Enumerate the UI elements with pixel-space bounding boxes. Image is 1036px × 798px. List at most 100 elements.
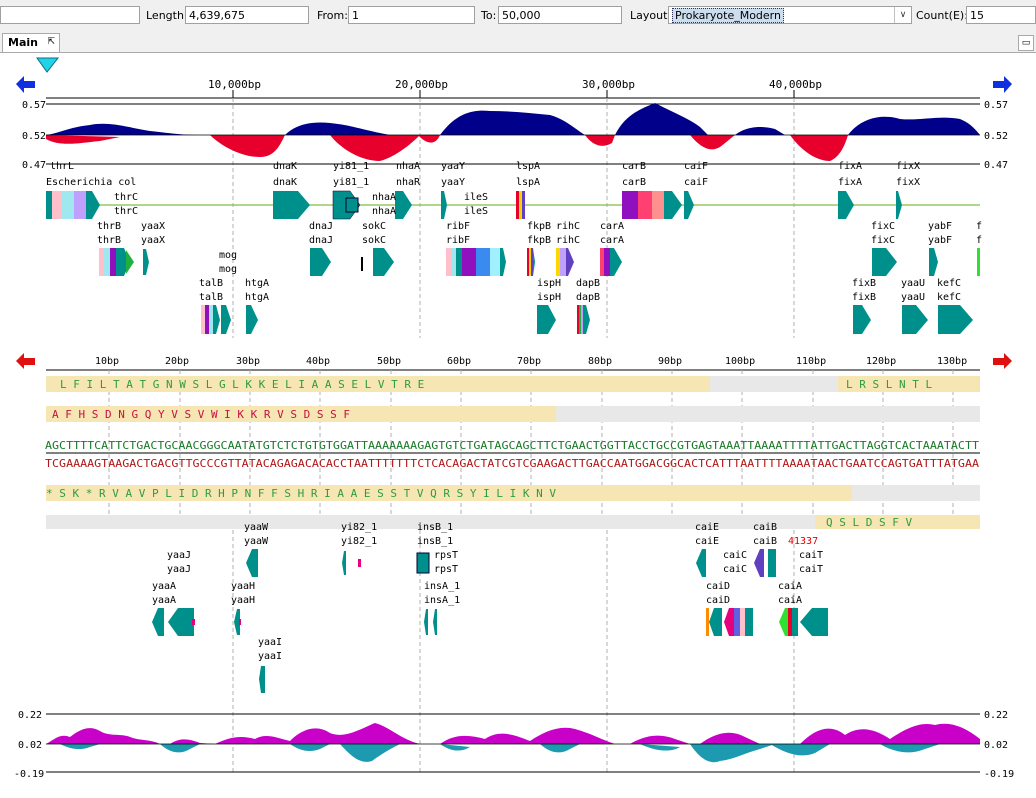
from-field[interactable]: 1: [348, 6, 475, 24]
gene-label: talB: [199, 278, 223, 289]
gene-label: carB: [622, 177, 646, 188]
frame-2-text: A F H S D N G Q Y V S V W I K K R V S D …: [52, 408, 350, 421]
gene-label: fixX: [896, 177, 920, 188]
gene-insA-1[interactable]: [424, 609, 428, 635]
forward-gene-lane-4[interactable]: talB talB htgA htgA: [199, 278, 269, 334]
gene-fixX[interactable]: [896, 191, 902, 219]
gene-f[interactable]: [977, 248, 980, 276]
gene-caiB[interactable]: [754, 549, 776, 577]
gene-label: kefC: [937, 292, 961, 303]
reverse-gene-lane[interactable]: yaaW yaaW yi82_1 yi82_1 insB_1 insB_1 ca…: [167, 522, 823, 577]
gene-kefC[interactable]: [938, 305, 973, 334]
scroll-left-icon[interactable]: [16, 76, 35, 93]
gene-talB[interactable]: [201, 305, 231, 334]
chevron-down-icon[interactable]: ∨: [894, 7, 911, 23]
gene-label: mog: [219, 264, 237, 275]
gene-yaaI[interactable]: [259, 666, 265, 693]
dna-forward-strand: AGCTTTTCATTCTGACTGCAACGGGCAATATGTCTCTGTG…: [45, 439, 979, 452]
gene-label: caiC: [723, 564, 747, 575]
length-field[interactable]: 4,639,675: [185, 6, 309, 24]
gene-yaaY[interactable]: [441, 191, 447, 219]
gene-yaaW[interactable]: [246, 549, 258, 577]
gene-label: insA_1: [424, 581, 460, 592]
seq-scroll-left-icon[interactable]: [16, 353, 35, 369]
forward-gene-lane-3[interactable]: mog mog ispH ispH dapB dapB fixB fixB ya…: [219, 250, 973, 334]
gene-label: fixC: [871, 221, 895, 232]
scale-tick-label: 40,000bp: [769, 78, 822, 91]
gene-yaaU[interactable]: [902, 305, 928, 334]
pos-tick-label: 60bp: [447, 356, 471, 367]
gene-label: rpsT: [434, 564, 458, 575]
gene-label: yaaJ: [167, 550, 191, 561]
gene-label: yaaA: [152, 595, 176, 606]
gene-label: yi82_1: [341, 522, 377, 533]
genome-canvas[interactable]: 10,000bp 20,000bp 30,000bp 40,000bp 0.57…: [0, 53, 1036, 798]
gene-label: dnaJ: [309, 221, 333, 232]
count-field[interactable]: 15: [966, 6, 1036, 24]
gene-dnaK[interactable]: [273, 191, 310, 219]
gene-caiD[interactable]: [706, 608, 753, 636]
gene-label: lspA: [516, 161, 540, 172]
gene-thrB[interactable]: [99, 248, 134, 276]
gene-dapB[interactable]: [577, 305, 590, 334]
gene-label: ispH: [537, 292, 561, 303]
gene-yi82-1[interactable]: [342, 551, 346, 575]
gene-fixB[interactable]: [853, 305, 871, 334]
gene-label: yabF: [928, 235, 952, 246]
gc-axis-label: 0.47: [22, 160, 46, 171]
gene-ispH[interactable]: [537, 305, 556, 334]
gene-caiA[interactable]: [779, 608, 828, 636]
gene-rihC[interactable]: [556, 248, 574, 276]
reverse-gene-lane-2[interactable]: yaaA yaaA yaaH yaaH insA_1 insA_1 caiD c…: [152, 581, 828, 636]
gene-yaaJ[interactable]: [168, 608, 194, 636]
gene-dnaJ[interactable]: [310, 248, 331, 276]
gene-label: caiF: [684, 161, 708, 172]
layout-select[interactable]: Prokaryote_Modern ∨: [668, 6, 912, 24]
pos-tick-label: 100bp: [725, 356, 755, 367]
gene-label: yaaJ: [167, 564, 191, 575]
gene-label: yaaH: [231, 595, 255, 606]
tab-main[interactable]: Main ⇱: [2, 33, 60, 52]
reverse-frame-2-text: Q S L D S F V: [826, 516, 912, 529]
forward-gene-lane[interactable]: thrL Escherichia col thrC thrC dnaK dnaK…: [46, 161, 980, 220]
skew-axis-label: -0.19: [14, 769, 44, 780]
gene-fkpB[interactable]: [527, 248, 535, 276]
gene-label: insA_1: [424, 595, 460, 606]
gene-yabF[interactable]: [929, 248, 938, 276]
pos-tick-label: 130bp: [937, 356, 967, 367]
gene-sokC[interactable]: [373, 248, 394, 276]
gene-yaaA[interactable]: [152, 608, 164, 636]
gene-yaaX[interactable]: [143, 249, 149, 275]
gene-carA[interactable]: [600, 248, 622, 276]
gene-label: caiE: [695, 536, 719, 547]
gene-label: dapB: [576, 292, 600, 303]
gene-htgA[interactable]: [246, 305, 258, 334]
gene-thrL[interactable]: [46, 191, 100, 219]
gene-label: rihC: [556, 235, 580, 246]
gene-label: htgA: [245, 292, 269, 303]
gene-nhaA[interactable]: [395, 191, 412, 219]
search-field[interactable]: [0, 6, 140, 24]
gene-label: ileS: [464, 192, 488, 203]
scale-tick-label: 20,000bp: [395, 78, 448, 91]
gene-fixA[interactable]: [838, 191, 854, 219]
pin-icon[interactable]: ⇱: [47, 37, 55, 47]
gene-caiF[interactable]: [684, 191, 694, 219]
forward-gene-lane-2[interactable]: thrB thrB yaaX yaaX dnaJ dnaJ sokC sokC …: [97, 221, 982, 276]
pos-tick-label: 30bp: [236, 356, 260, 367]
gene-fixC[interactable]: [872, 248, 897, 276]
gene-yaaH[interactable]: [234, 609, 240, 635]
gene-caiE[interactable]: [696, 549, 706, 577]
gene-sokC-mark[interactable]: [361, 257, 363, 271]
position-ruler: 10bp 20bp 30bp 40bp 50bp 60bp 70bp 80bp …: [46, 356, 980, 371]
reverse-gene-lane-3[interactable]: yaaI yaaI: [258, 637, 282, 693]
skew-axis-label: 0.02: [18, 740, 42, 751]
position-marker-icon[interactable]: [36, 57, 60, 73]
scroll-right-icon[interactable]: [993, 76, 1012, 93]
restore-icon[interactable]: ▭: [1018, 35, 1034, 51]
to-field[interactable]: 50,000: [498, 6, 622, 24]
gene-lspA[interactable]: [516, 191, 525, 219]
seq-scroll-right-icon[interactable]: [993, 353, 1012, 369]
gene-ribF[interactable]: [446, 248, 506, 276]
gene-carB[interactable]: [622, 191, 682, 219]
